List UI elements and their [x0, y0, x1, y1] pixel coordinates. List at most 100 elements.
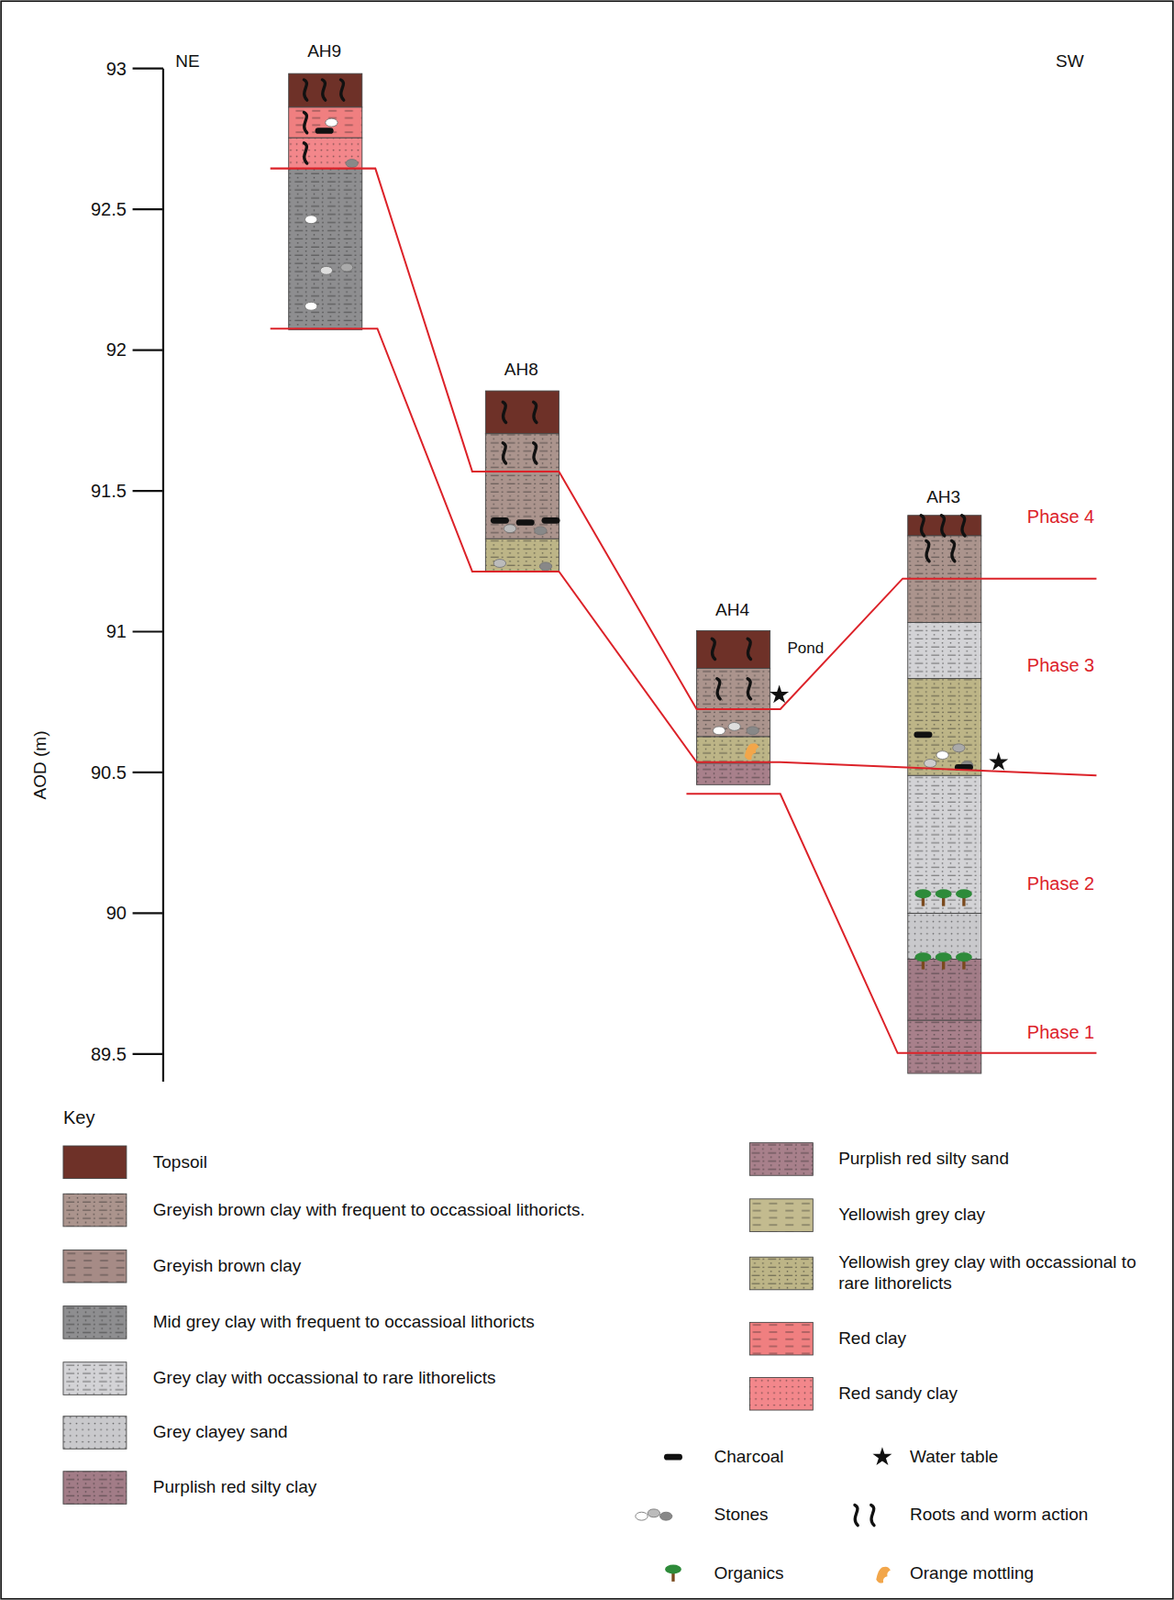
- stone-symbol: [728, 721, 741, 731]
- soil-texture: [908, 775, 982, 913]
- soil-layer: [288, 73, 363, 108]
- layer-outline: [288, 137, 363, 168]
- soil-texture: [288, 168, 363, 331]
- axis-value: 93: [106, 57, 127, 80]
- soil-layer: [485, 433, 559, 472]
- roots-symbol: [962, 515, 965, 536]
- soil-layer: [908, 678, 982, 776]
- legend-swatch: [63, 1193, 127, 1227]
- roots-symbol: [952, 541, 955, 562]
- stone-symbol: [936, 751, 949, 760]
- legend-swatch: [63, 1362, 127, 1396]
- legend-texture: [63, 1362, 127, 1396]
- legend-swatch: [63, 1471, 127, 1505]
- layer-outline: [697, 763, 771, 785]
- legend-swatch: [63, 1306, 127, 1340]
- legend-swatch: [63, 1145, 127, 1179]
- soil-texture: [908, 1019, 982, 1074]
- layer-outline: [908, 912, 982, 959]
- axis-tick: [132, 771, 164, 774]
- stone-symbol: [635, 1511, 648, 1520]
- legend-text: Organics: [713, 1561, 784, 1584]
- legend-swatch: [749, 1376, 813, 1410]
- legend-text: Yellowish grey clay: [838, 1204, 986, 1226]
- charcoal-symbol: [516, 519, 535, 526]
- legend-texture: [63, 1193, 127, 1227]
- axis-tick: [132, 67, 164, 70]
- phase-label: Phase 3: [1027, 653, 1095, 676]
- legend-texture: [63, 1471, 127, 1505]
- charcoal-symbol: [315, 127, 334, 134]
- layer-outline: [908, 1019, 982, 1074]
- stone-symbol: [746, 726, 759, 735]
- phase-label: Phase 1: [1027, 1020, 1095, 1043]
- stone-symbol: [320, 265, 333, 275]
- legend-text: Greyish brown clay with frequent to occa…: [153, 1199, 586, 1221]
- soil-layer: [485, 538, 559, 572]
- axis-value: 90: [106, 901, 127, 924]
- correlation-line: [686, 793, 1097, 1053]
- stone-symbol: [924, 759, 937, 768]
- legend-text: Purplish red silty sand: [838, 1148, 1009, 1170]
- axis-ticks: [132, 68, 164, 1054]
- soil-layer: [908, 775, 982, 913]
- soil-layer: [288, 168, 363, 331]
- roots-symbol: [941, 515, 944, 536]
- soil-texture: [908, 678, 982, 776]
- water-table-symbol: [872, 1446, 892, 1465]
- legend-swatch: [63, 1416, 127, 1450]
- soil-layer: [697, 668, 771, 709]
- layer-outline: [697, 736, 771, 764]
- mottling-symbol: [875, 1566, 891, 1584]
- soil-texture: [908, 958, 982, 1020]
- axis-tick: [132, 911, 164, 914]
- roots-symbol: [747, 678, 751, 699]
- direction-label: NE: [175, 50, 200, 72]
- borehole-name: AH3: [926, 486, 961, 508]
- soil-layer: [288, 137, 363, 168]
- stone-symbol: [534, 526, 547, 535]
- layer-outline: [908, 621, 982, 678]
- direction-label: SW: [1055, 50, 1085, 72]
- soil-texture: [485, 433, 559, 472]
- organics-symbol: [664, 1564, 682, 1574]
- stone-symbol: [325, 118, 338, 127]
- legend-swatch: [63, 1249, 127, 1283]
- stone-symbol: [647, 1508, 660, 1518]
- soil-layer: [908, 515, 982, 536]
- soil-layer: [485, 471, 559, 539]
- organics-symbol: [955, 888, 973, 898]
- axis-value: 92: [106, 338, 127, 361]
- layer-outline: [697, 668, 771, 709]
- roots-symbol: [854, 1504, 858, 1525]
- axis-value: 90.5: [90, 761, 127, 784]
- layer-outline: [908, 678, 982, 776]
- legend-text: Greyish brown clay: [153, 1255, 302, 1277]
- stone-symbol: [952, 743, 965, 753]
- roots-symbol: [711, 638, 715, 659]
- legend-text: Red sandy clay: [838, 1383, 958, 1405]
- roots-symbol: [533, 443, 537, 464]
- legend-text: Red clay: [838, 1328, 907, 1350]
- soil-layer: [908, 1019, 982, 1074]
- soil-texture: [697, 668, 771, 709]
- legend-texture: [63, 1249, 127, 1283]
- soil-layer: [485, 390, 559, 434]
- roots-symbol: [321, 79, 325, 100]
- soil-texture: [908, 912, 982, 959]
- soil-texture: [485, 471, 559, 539]
- roots-symbol: [303, 143, 307, 164]
- legend-swatch: [749, 1198, 813, 1232]
- phase-label: Phase 4: [1027, 505, 1095, 528]
- axis-value: 92.5: [90, 198, 127, 221]
- stone-symbol: [712, 726, 725, 735]
- legend-text: Charcoal: [713, 1446, 784, 1468]
- column-symbols: [303, 79, 1008, 970]
- roots-symbol: [502, 443, 506, 464]
- charcoal-symbol: [913, 730, 932, 738]
- soil-layer: [908, 621, 982, 678]
- soil-layer: [697, 763, 771, 785]
- borehole-name: AH4: [715, 599, 750, 621]
